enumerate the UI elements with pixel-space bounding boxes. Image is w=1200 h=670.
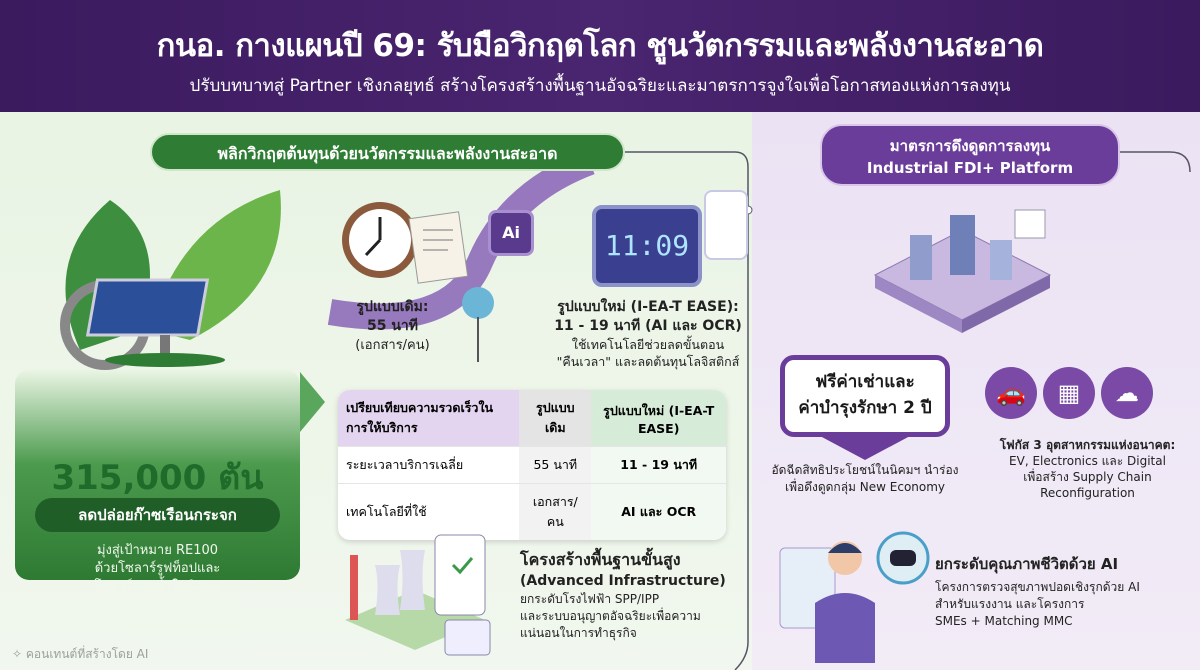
infrastructure-info: โครงสร้างพื้นฐานขั้นสูง (Advanced Infras… [520, 548, 745, 642]
focus-title: โฟกัส 3 อุตสาหกรรมแห่งอนาคต: [999, 438, 1176, 452]
infra-desc: และระบบอนุญาตอัจฉริยะเพื่อความ [520, 609, 701, 623]
table-cell: เทคโนโลยีที่ใช้ [338, 483, 520, 540]
infra-desc: ยกระดับโรงไฟฟ้า SPP/IPP [520, 592, 660, 606]
table-cell: 55 นาที [519, 446, 592, 484]
emission-description: มุ่งสู่เป้าหมาย RE100 ด้วยโซลาร์รูฟท็อปแ… [15, 542, 300, 596]
infra-desc: แน่นอนในการทำธุรกิจ [520, 626, 637, 640]
header-banner [0, 0, 1200, 112]
emission-card [15, 370, 300, 580]
watermark-text: คอนเทนต์ที่สร้างโดย AI [25, 647, 149, 661]
cloud-network-icon: ☁ [1101, 367, 1153, 419]
section-title-line: Industrial FDI+ Platform [866, 159, 1074, 177]
browser-window-icon [704, 190, 748, 260]
arrow-right-icon [300, 372, 325, 432]
column-header: รูปแบบใหม่ (I-EA-T EASE) [591, 390, 726, 447]
ai-chip-icon: Ai [488, 210, 534, 256]
electric-car-icon: 🚗 [985, 367, 1037, 419]
digital-clock-tablet: 11:09 [592, 205, 702, 287]
leaf-solar-panel-icon [60, 190, 281, 370]
old-model-title: รูปแบบเดิม: [356, 299, 429, 315]
ai-generated-watermark: ✧ คอนเทนต์ที่สร้างโดย AI [12, 645, 148, 664]
new-model-info: รูปแบบใหม่ (I-EA-T EASE): 11 - 19 นาที (… [548, 298, 748, 370]
old-model-note: (เอกสาร/คน) [355, 338, 430, 353]
section-title-green: พลิกวิกฤตต้นทุนด้วยนวัตกรรมและพลังงานสะอ… [150, 133, 625, 171]
old-model-time: 55 นาที [366, 318, 419, 334]
ai-life-title: ยกระดับคุณภาพชีวิตด้วย AI [935, 555, 1119, 573]
section-title-line: มาตรการดึงดูดการลงทุน [889, 137, 1051, 155]
desc-line: เพื่อสร้าง Supply Chain [1023, 470, 1152, 484]
new-model-title: รูปแบบใหม่ (I-EA-T EASE): [557, 299, 739, 315]
desc-line: EV, Electronics และ Digital [1009, 454, 1166, 468]
free-rent-description: อัดฉีดสิทธิประโยชน์ในนิคมฯ นำร่อง เพื่อด… [760, 462, 970, 496]
table-row: ระยะเวลาบริการเฉลี่ย 55 นาที 11 - 19 นาท… [338, 446, 726, 484]
desc-line: SMEs + Matching MMC [935, 614, 1073, 628]
section-title-purple: มาตรการดึงดูดการลงทุน Industrial FDI+ Pl… [820, 124, 1120, 186]
growth-road-icon [327, 149, 595, 330]
free-rent-title: ค่าบำรุงรักษา 2 ปี [798, 398, 932, 418]
desc-line: ด้วยโซลาร์รูฟท็อปและ [94, 561, 221, 576]
emission-label: ลดปล่อยก๊าซเรือนกระจก [35, 498, 280, 532]
new-model-desc: ใช้เทคโนโลยีช่วยลดขั้นตอน [571, 337, 725, 352]
desc-line: Reconfiguration [1040, 486, 1135, 500]
table-cell: AI และ OCR [591, 483, 726, 540]
clock-documents-icon [342, 202, 468, 284]
desc-line: โซลาร์ลอยน้ำในนิคมฯ [94, 579, 221, 594]
column-header: รูปแบบเดิม [519, 390, 592, 447]
desc-line: เพื่อดึงดูดกลุ่ม New Economy [784, 480, 946, 494]
emission-value: 315,000 ตัน [51, 458, 264, 498]
infra-title: โครงสร้างพื้นฐานขั้นสูง [520, 550, 681, 569]
ai-chip-brain-icon: ▦ [1043, 367, 1095, 419]
isometric-smart-city-icon [873, 209, 1052, 333]
old-model-info: รูปแบบเดิม: 55 นาที (เอกสาร/คน) [340, 298, 445, 355]
table-cell: เอกสาร/คน [519, 483, 592, 540]
page-subtitle: ปรับบทบาทสู่ Partner เชิงกลยุทธ์ สร้างโค… [189, 76, 1011, 96]
table-cell: 11 - 19 นาที [591, 446, 726, 484]
infra-subtitle: (Advanced Infrastructure) [520, 573, 726, 589]
desc-line: โครงการตรวจสุขภาพปอดเชิงรุกด้วย AI [935, 580, 1140, 594]
free-rent-title: ฟรีค่าเช่าและ [815, 372, 915, 392]
free-rent-callout: ฟรีค่าเช่าและ ค่าบำรุงรักษา 2 ปี [780, 355, 950, 437]
page-title: กนอ. กางแผนปี 69: รับมือวิกฤตโลก ชูนวัตก… [156, 28, 1044, 64]
column-header: เปรียบเทียบความรวดเร็วในการให้บริการ [338, 390, 520, 447]
desc-line: อัดฉีดสิทธิประโยชน์ในนิคมฯ นำร่อง [771, 463, 959, 477]
table-row: เทคโนโลยีที่ใช้ เอกสาร/คน AI และ OCR [338, 483, 726, 540]
new-model-desc: "คืนเวลา" และลดต้นทุนโลจิสติกส์ [556, 354, 740, 369]
new-model-time: 11 - 19 นาที (AI และ OCR) [554, 318, 742, 334]
table-header-row: เปรียบเทียบความรวดเร็วในการให้บริการ รูป… [338, 390, 726, 447]
connector-lines [300, 149, 1191, 670]
focus-industries: โฟกัส 3 อุตสาหกรรมแห่งอนาคต: EV, Electro… [975, 437, 1200, 501]
table-cell: ระยะเวลาบริการเฉลี่ย [338, 446, 520, 484]
desc-line: มุ่งสู่เป้าหมาย RE100 [96, 543, 219, 558]
comparison-table: เปรียบเทียบความรวดเร็วในการให้บริการ รูป… [338, 390, 726, 540]
person-ai-health-icon [779, 531, 930, 663]
sparkle-icon: ✧ [12, 647, 26, 661]
brain-tree-icon [462, 287, 494, 362]
desc-line: สำหรับแรงงาน และโครงการ [935, 597, 1085, 611]
ai-life-quality-info: ยกระดับคุณภาพชีวิตด้วย AI โครงการตรวจสุข… [935, 552, 1195, 630]
down-arrow-icon [820, 436, 910, 460]
power-plant-infrastructure-icon [345, 534, 491, 656]
